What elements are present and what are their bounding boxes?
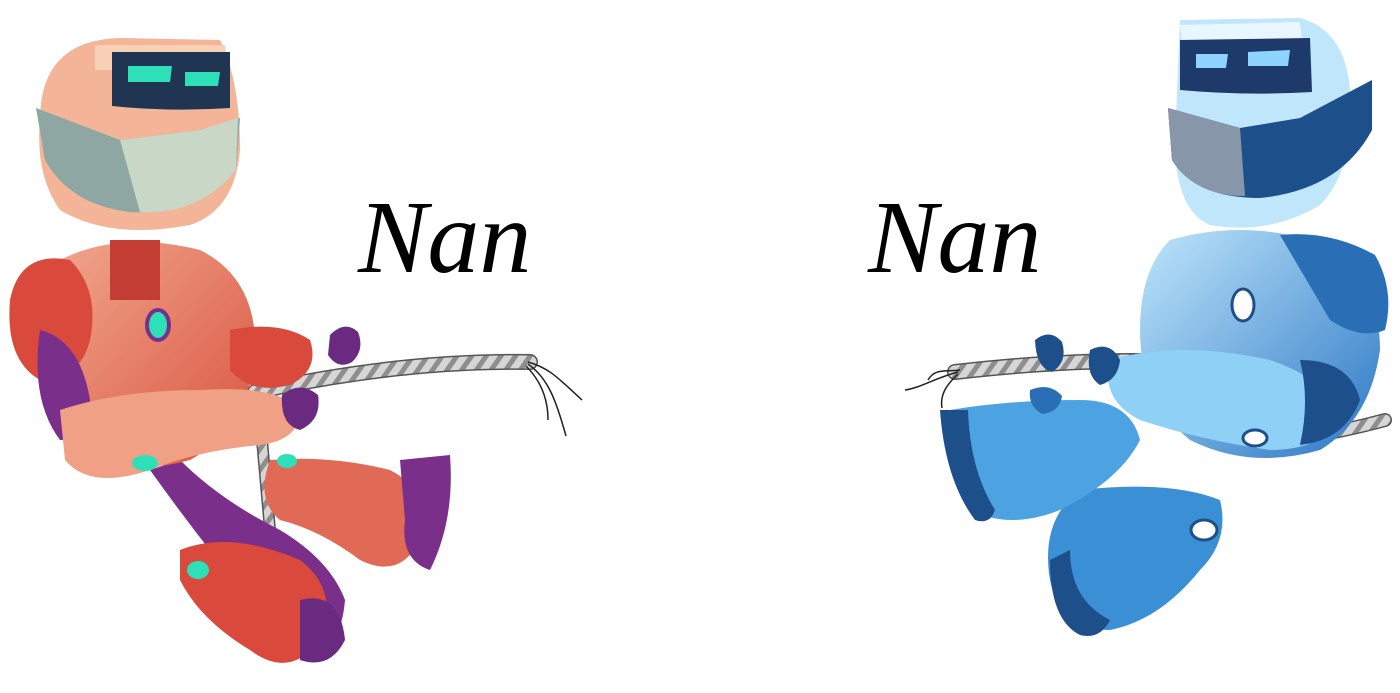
left-name-label: Nan [358, 180, 532, 295]
blue-robot [940, 18, 1389, 636]
red-robot [9, 38, 451, 663]
right-name-label: Nan [868, 180, 1042, 295]
